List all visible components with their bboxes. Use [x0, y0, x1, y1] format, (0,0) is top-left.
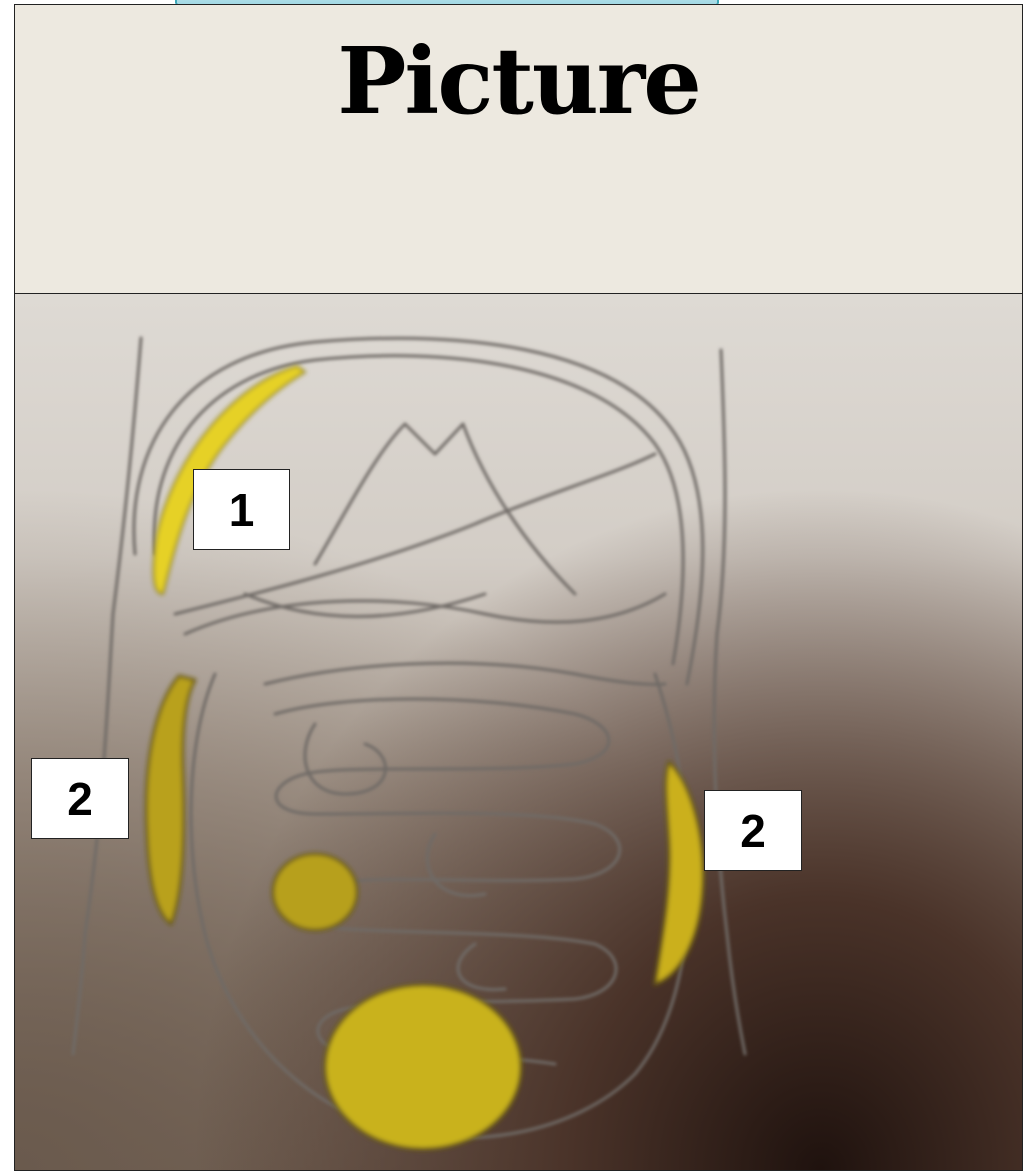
- abdomen-sketch-photo: 1 2 2: [15, 294, 1022, 1170]
- stomach-peak: [315, 424, 575, 594]
- intestine-loop-1: [275, 699, 609, 824]
- intestine-curl-3: [458, 944, 505, 990]
- title-panel: Picture: [15, 5, 1022, 294]
- label-2-left: 2: [31, 758, 129, 839]
- label-2-right: 2: [704, 790, 802, 871]
- intestine-curl-2: [427, 834, 485, 896]
- intestine-curl-1: [305, 724, 385, 794]
- colon-top: [265, 663, 665, 684]
- abdomen-sketch-drawing: [15, 294, 1022, 1170]
- label-1: 1: [193, 469, 290, 550]
- highlight-structure-4: [325, 985, 521, 1149]
- body-outline-left: [73, 338, 141, 1054]
- diaphragm-line: [245, 594, 485, 617]
- slide-title: Picture: [15, 27, 1022, 135]
- highlight-structure-3: [273, 854, 357, 930]
- slide-frame: Picture: [14, 4, 1023, 1171]
- body-outline-right: [714, 350, 745, 1054]
- highlight-structure-2-right: [655, 762, 703, 984]
- highlight-structure-2-left: [146, 676, 195, 924]
